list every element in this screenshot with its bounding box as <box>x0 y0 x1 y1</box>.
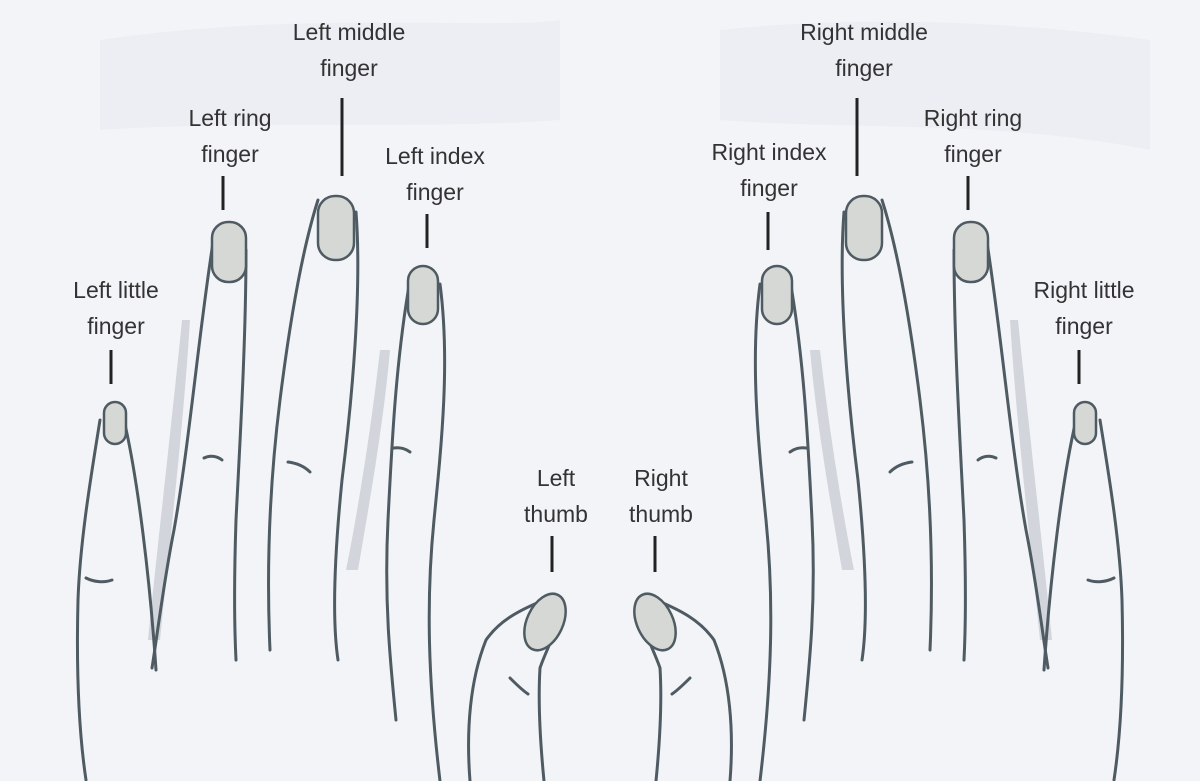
right-index-finger-outline <box>788 278 815 722</box>
label-right-thumb: Right thumb <box>629 465 693 527</box>
label-right-little-finger: Right little finger <box>1033 277 1135 339</box>
leader-left-index-finger <box>425 214 429 248</box>
right-thumb-outline <box>654 598 733 781</box>
right-little-nail <box>1072 400 1098 446</box>
left-index-nail <box>406 264 440 326</box>
background-shapes <box>100 20 1150 151</box>
right-hand <box>633 194 1125 781</box>
right-index-nail <box>760 264 794 326</box>
leader-right-middle-finger <box>855 98 859 176</box>
left-ring-nail <box>210 220 248 284</box>
left-ring-shade <box>148 320 190 640</box>
label-left-middle-finger: Left middle finger <box>292 19 406 81</box>
left-thumb-outline <box>467 598 546 781</box>
right-thumb-nail <box>633 592 677 652</box>
label-left-ring-finger: Left ring finger <box>188 105 272 167</box>
leader-left-thumb <box>550 536 554 572</box>
left-middle-nail <box>316 194 356 262</box>
label-left-index-finger: Left index finger <box>385 143 485 205</box>
right-ring-shade <box>1010 320 1052 640</box>
label-left-little-finger: Left little finger <box>73 277 159 339</box>
right-ring-finger-outline <box>983 228 1050 670</box>
left-middle-finger-outline <box>266 198 320 652</box>
leader-right-index-finger <box>766 212 770 250</box>
left-nails <box>102 194 567 652</box>
left-index-shade <box>346 350 390 570</box>
leader-right-ring-finger <box>966 176 970 210</box>
label-right-middle-finger: Right middle finger <box>800 19 928 81</box>
right-middle-finger-outline <box>880 198 934 652</box>
leader-right-little-finger <box>1077 350 1081 384</box>
leader-right-thumb <box>653 536 657 572</box>
left-hand <box>75 198 564 781</box>
leader-left-middle-finger <box>340 98 344 176</box>
left-little-nail <box>102 400 128 446</box>
left-ring-finger-outline <box>150 228 217 670</box>
right-index-shade <box>810 350 854 570</box>
right-ring-nail <box>952 220 990 284</box>
right-middle-nail <box>844 194 884 262</box>
left-index-finger-outline <box>385 278 412 722</box>
label-right-ring-finger: Right ring finger <box>923 105 1023 167</box>
left-thumb-nail <box>523 592 567 652</box>
right-little-finger-outline <box>1098 418 1125 781</box>
left-little-finger-outline <box>75 418 102 781</box>
label-right-index-finger: Right index finger <box>711 139 827 201</box>
leader-left-little-finger <box>109 350 113 384</box>
leader-left-ring-finger <box>221 176 225 210</box>
label-left-thumb: Left thumb <box>524 465 588 527</box>
